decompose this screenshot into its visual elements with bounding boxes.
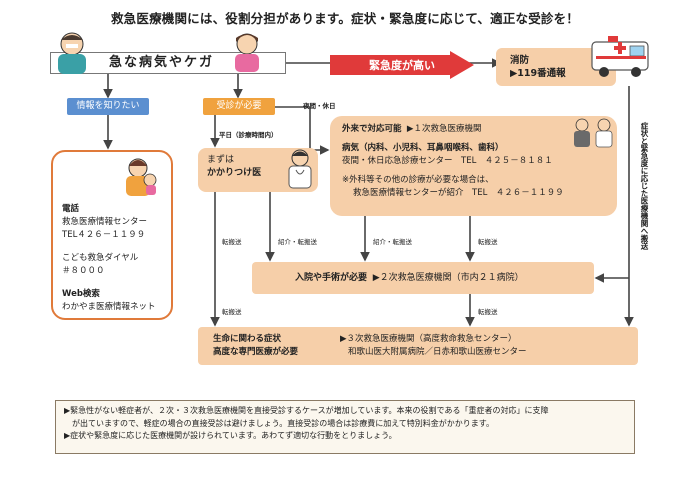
urgent-label: 緊急度が高い bbox=[369, 59, 435, 72]
fire-heading: 消防 bbox=[510, 55, 530, 66]
note-line-1: ▶緊急性がない軽症者が、２次・３次救急医療機関を直接受診するケースが増加していま… bbox=[64, 406, 549, 415]
urgent-arrow: 緊急度が高い bbox=[330, 51, 474, 79]
secondary-heading: 入院や手術が必要 bbox=[295, 273, 368, 283]
outpatient-heading: 外来で対応可能 bbox=[342, 124, 402, 134]
sudden-illness-box: 急な病気やケガ bbox=[50, 52, 286, 74]
consultation-icon bbox=[574, 118, 613, 148]
page-title: 救急医療機関には、役割分担があります。症状・緊急度に応じて、適正な受診を！ bbox=[110, 11, 580, 26]
kids-dial-number: ＃８０００ bbox=[62, 266, 105, 276]
phone-heading: 電話 bbox=[62, 204, 80, 214]
girl-icon bbox=[235, 33, 259, 72]
web-heading: Web検索 bbox=[62, 289, 100, 299]
outpatient-note2: 救急医療情報センターが紹介 TEL ４２６－１１９９ bbox=[353, 188, 564, 198]
web-name: わかやま医療情報ネット bbox=[62, 302, 156, 312]
gp-line2: かかりつけ医 bbox=[207, 168, 262, 178]
transfer-label-1: 転搬送 bbox=[222, 238, 242, 246]
tertiary-box: 生命に関わる症状 高度な専門医療が必要 ▶３次救急医療機関（高度救命救急センター… bbox=[198, 327, 638, 365]
secondary-box: 入院や手術が必要 ▶２次救急医療機関（市内２１病院） bbox=[252, 262, 594, 294]
sudden-illness-label: 急な病気やケガ bbox=[109, 55, 215, 70]
fire-call-line: ▶119番通報 bbox=[510, 68, 566, 79]
intro-transfer-label-2: 紹介・転搬送 bbox=[373, 238, 412, 246]
sick-person-icon bbox=[58, 32, 86, 74]
doctor-icon bbox=[288, 149, 312, 189]
ambulance-icon bbox=[591, 36, 649, 77]
transfer-label-3: 転搬送 bbox=[222, 308, 242, 316]
tertiary-hospitals: 和歌山医大附属病院／日赤和歌山医療センター bbox=[348, 347, 527, 357]
transfer-label-4: 転搬送 bbox=[478, 308, 498, 316]
night-holiday-label: 夜間・休日 bbox=[303, 102, 336, 110]
transport-vertical-note: 症状と緊急度に応じた医療機関へ搬送 bbox=[640, 122, 649, 250]
info-text-block: 電話 救急医療情報センター TEL４２６－１１９９ こども救急ダイヤル ＃８００… bbox=[62, 203, 156, 314]
tertiary-level: ▶３次救急医療機関（高度救命救急センター） bbox=[340, 334, 517, 344]
tertiary-line1: 生命に関わる症状 bbox=[213, 334, 282, 344]
need-info-pill: 情報を知りたい bbox=[67, 98, 149, 115]
outpatient-note1: ※外科等その他の診療が必要な場合は、 bbox=[342, 175, 494, 185]
outpatient-center: 夜間・休日応急診療センター TEL ４２５－８１８１ bbox=[342, 156, 553, 166]
tertiary-line2: 高度な専門医療が必要 bbox=[213, 347, 299, 357]
note-line-3: ▶症状や緊急度に応じた医療機関が設けられています。あわてず適切な行動をとりましょ… bbox=[64, 431, 397, 440]
outpatient-level: ▶１次救急医療機関 bbox=[406, 124, 482, 134]
transfer-label-2: 転搬送 bbox=[478, 238, 498, 246]
kids-dial-name: こども救急ダイヤル bbox=[62, 253, 139, 263]
urgent-arrow-shape bbox=[330, 51, 474, 79]
outpatient-departments: 病気（内科、小児科、耳鼻咽喉科、歯科） bbox=[342, 143, 504, 153]
outpatient-box: 外来で対応可能 ▶１次救急医療機関 病気（内科、小児科、耳鼻咽喉科、歯科） 夜間… bbox=[330, 116, 617, 216]
note-line-2: が出ていますので、軽症の場合の直接受診は避けましょう。直接受診の場合は診療費に加… bbox=[64, 418, 494, 428]
mother-child-icon bbox=[126, 158, 157, 196]
intro-transfer-label-1: 紹介・転搬送 bbox=[278, 238, 317, 246]
notes-box: ▶緊急性がない軽症者が、２次・３次救急医療機関を直接受診するケースが増加していま… bbox=[55, 400, 635, 454]
weekday-label: 平日（診療時間内） bbox=[219, 131, 278, 139]
secondary-level: ▶２次救急医療機関（市内２１病院） bbox=[372, 273, 524, 283]
center-name: 救急医療情報センター bbox=[62, 217, 148, 227]
gp-line1: まずは bbox=[207, 155, 235, 165]
need-visit-pill: 受診が必要 bbox=[203, 98, 275, 115]
center-tel: TEL４２６－１１９９ bbox=[62, 230, 146, 240]
